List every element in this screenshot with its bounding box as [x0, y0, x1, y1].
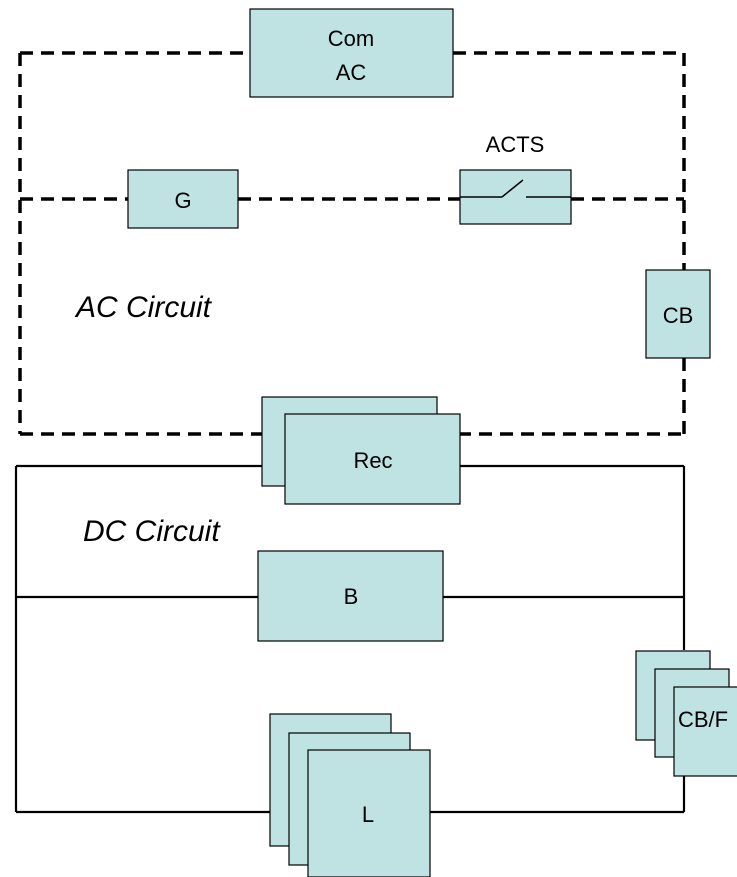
cb-fuse-block: CB/F	[635, 650, 737, 777]
switch-icon	[460, 179, 571, 198]
rectifier-block: Rec	[261, 396, 461, 505]
cb-fuse-label: CB/F	[678, 707, 728, 732]
acts-switch-block	[459, 169, 572, 225]
battery-label: B	[344, 584, 359, 609]
load-block: L	[269, 713, 431, 877]
com-ac-block: Com AC	[249, 8, 454, 98]
ac-circuit-wiring	[18, 51, 686, 436]
battery-block: B	[257, 550, 444, 642]
ac-circuit-label: AC Circuit	[74, 291, 213, 324]
generator-block: G	[127, 169, 239, 229]
generator-label: G	[174, 188, 191, 213]
load-label: L	[362, 802, 374, 827]
com-ac-label-line1: Com	[328, 26, 374, 51]
acts-label: ACTS	[486, 132, 545, 157]
dc-circuit-label: DC Circuit	[83, 515, 221, 548]
circuit-breaker-label: CB	[663, 303, 694, 328]
com-ac-label-line2: AC	[336, 60, 367, 85]
rectifier-label: Rec	[353, 448, 392, 473]
dc-circuit-wiring	[14, 464, 686, 814]
circuit-breaker-block: CB	[645, 269, 711, 359]
